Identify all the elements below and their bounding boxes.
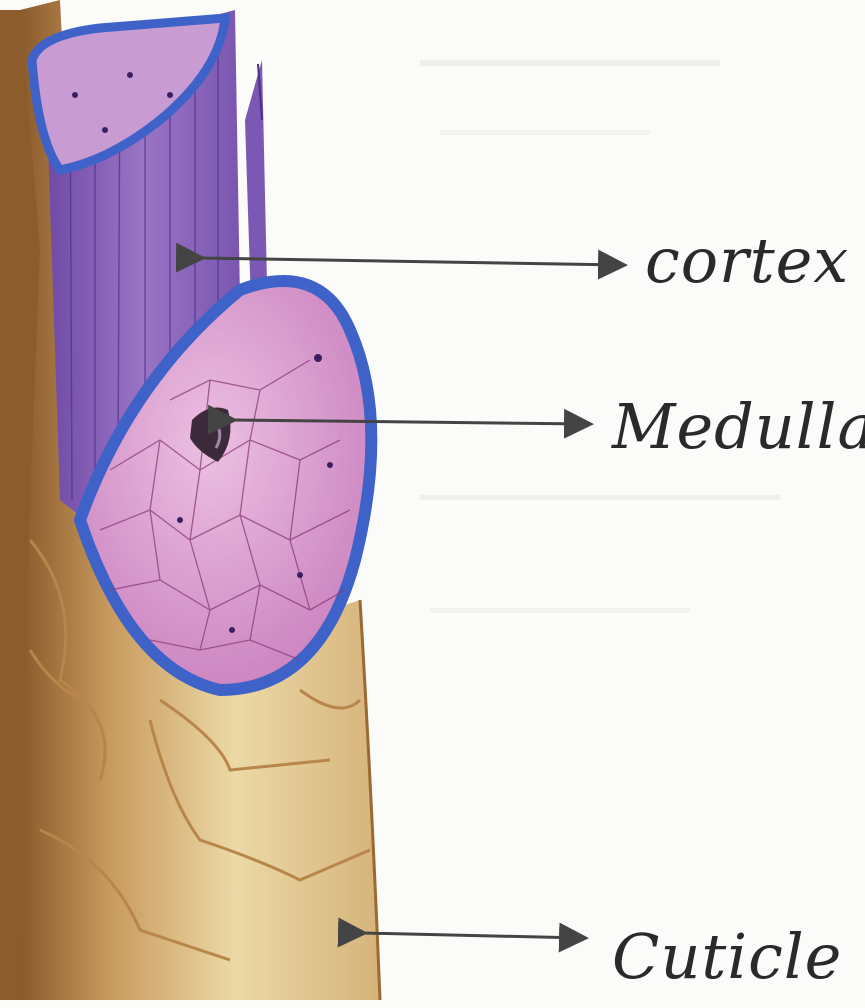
background-ghost-lines xyxy=(420,60,780,613)
cuticle-arrow xyxy=(362,933,583,938)
cortex-label: cortex xyxy=(645,224,849,297)
medulla-label: Medulla xyxy=(611,390,865,463)
cuticle-label: Cuticle xyxy=(612,920,842,993)
